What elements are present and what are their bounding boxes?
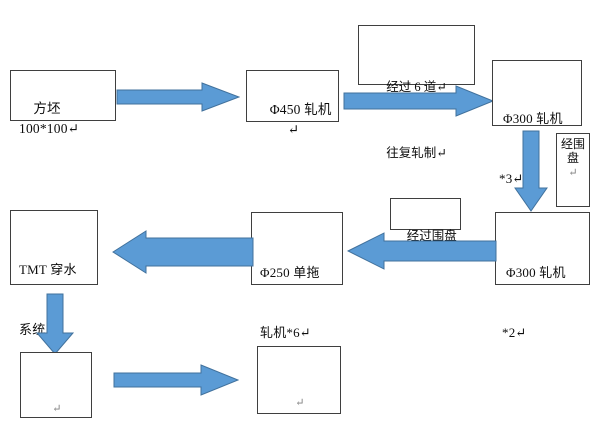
label-via-coil: 经过围盘↵ bbox=[390, 198, 461, 265]
node-mill300-x3[interactable]: Φ300 轧机 *3↵ bbox=[492, 60, 582, 186]
node-mill300-x2-line2: *2↵ bbox=[502, 325, 527, 340]
label-six-pass-line1: 经过 6 道↵ bbox=[386, 80, 447, 94]
node-cooling-bed-line1: ↵ bbox=[52, 403, 62, 415]
connector-mill300x3-to-mill300x2 bbox=[513, 130, 549, 212]
node-collect-line1: ↵ bbox=[295, 397, 305, 409]
node-tmt[interactable]: TMT 穿水 系统↵ bbox=[10, 210, 98, 337]
node-mill300-x3-line1: Φ300 轧机 bbox=[503, 111, 563, 126]
connector-cooling-bed-to-collect bbox=[113, 364, 240, 396]
label-via-coil-vertical-text: 经围盘 bbox=[560, 137, 585, 165]
node-collect[interactable]: ↵ 收集↵ bbox=[257, 346, 341, 414]
node-mill250-x6-line2: 轧机*6↵ bbox=[260, 325, 311, 340]
node-mill450[interactable]: Φ450 轧机↵ bbox=[246, 70, 339, 137]
node-mill250-x6-line1: Φ250 单拖 bbox=[260, 265, 320, 280]
connector-mill300x2-to-mill250x6 bbox=[346, 232, 497, 270]
connector-mill450-to-mill300x3 bbox=[343, 85, 495, 117]
node-mill300-x2-line1: Φ300 轧机 bbox=[506, 265, 566, 280]
label-via-coil-vertical-mark: ↵ bbox=[568, 167, 578, 179]
node-mill450-label: Φ450 轧机↵ bbox=[269, 102, 332, 137]
node-mill300-x3-line2: *3↵ bbox=[499, 171, 524, 186]
label-via-coil-vertical: 经围盘 ↵ bbox=[556, 133, 590, 207]
label-six-pass: 经过 6 道↵ 往复轧制↵ bbox=[358, 25, 475, 160]
node-billet-label: 方坯 100*100↵ bbox=[19, 101, 80, 136]
node-mill250-x6[interactable]: Φ250 单拖 轧机*6↵ bbox=[251, 212, 343, 340]
connector-mill250x6-to-tmt bbox=[112, 230, 254, 274]
node-tmt-line1: TMT 穿水 bbox=[19, 262, 77, 277]
connector-billet-to-mill450 bbox=[116, 82, 241, 112]
node-cooling-bed[interactable]: ↵ 冷床↵ bbox=[20, 352, 92, 418]
connector-tmt-to-cooling-bed bbox=[35, 293, 75, 355]
node-billet[interactable]: 方坯 100*100↵ bbox=[10, 70, 116, 136]
label-six-pass-line2: 往复轧制↵ bbox=[386, 146, 447, 160]
node-mill300-x2[interactable]: Φ300 轧机 *2↵ bbox=[495, 212, 590, 340]
